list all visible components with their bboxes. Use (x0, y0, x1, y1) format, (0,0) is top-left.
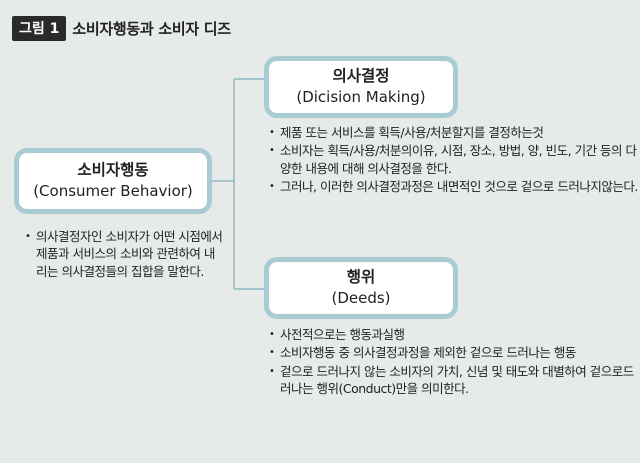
decision-making-subtitle: (Dicision Making) (296, 88, 426, 106)
decision-making-title: 의사결정 (332, 67, 390, 85)
note-item: 의사결정자인 소비자가 어떤 시점에서 제품과 서비스의 소비와 관련하여 내리… (24, 228, 224, 280)
deeds-notes: 사전적으로는 행동과실행 소비자행동 중 의사결정과정을 제외한 겉으로 드러나… (268, 326, 638, 398)
note-item: 사전적으로는 행동과실행 (268, 326, 638, 344)
deeds-node: 행위 (Deeds) (264, 257, 458, 319)
note-item: 제품 또는 서비스를 획득/사용/처분할지를 결정하는것 (268, 124, 638, 142)
note-item: 겉으로 드러나지 않는 소비자의 가치, 신념 및 태도와 대별하여 겉으로드러… (268, 363, 638, 398)
consumer-behavior-subtitle: (Consumer Behavior) (33, 182, 193, 200)
deeds-subtitle: (Deeds) (331, 289, 391, 307)
deeds-title: 행위 (346, 268, 376, 286)
note-item: 그러나, 이러한 의사결정과정은 내면적인 것으로 겉으로 드러나지않는다. (268, 178, 638, 196)
decision-making-node: 의사결정 (Dicision Making) (264, 56, 458, 118)
figure-title: 소비자행동과 소비자 디즈 (72, 20, 231, 38)
consumer-behavior-title: 소비자행동 (77, 161, 149, 179)
decision-making-notes: 제품 또는 서비스를 획득/사용/처분할지를 결정하는것 소비자는 획득/사용/… (268, 124, 638, 196)
note-item: 소비자는 획득/사용/처분의이유, 시점, 장소, 방법, 양, 빈도, 기간 … (268, 142, 638, 177)
consumer-behavior-notes: 의사결정자인 소비자가 어떤 시점에서 제품과 서비스의 소비와 관련하여 내리… (24, 228, 224, 280)
figure-number-badge: 그림 1 (12, 16, 67, 41)
note-item: 소비자행동 중 의사결정과정을 제외한 겉으로 드러나는 행동 (268, 344, 638, 362)
consumer-behavior-node: 소비자행동 (Consumer Behavior) (14, 148, 212, 214)
figure-header: 그림 1 소비자행동과 소비자 디즈 (12, 16, 231, 41)
